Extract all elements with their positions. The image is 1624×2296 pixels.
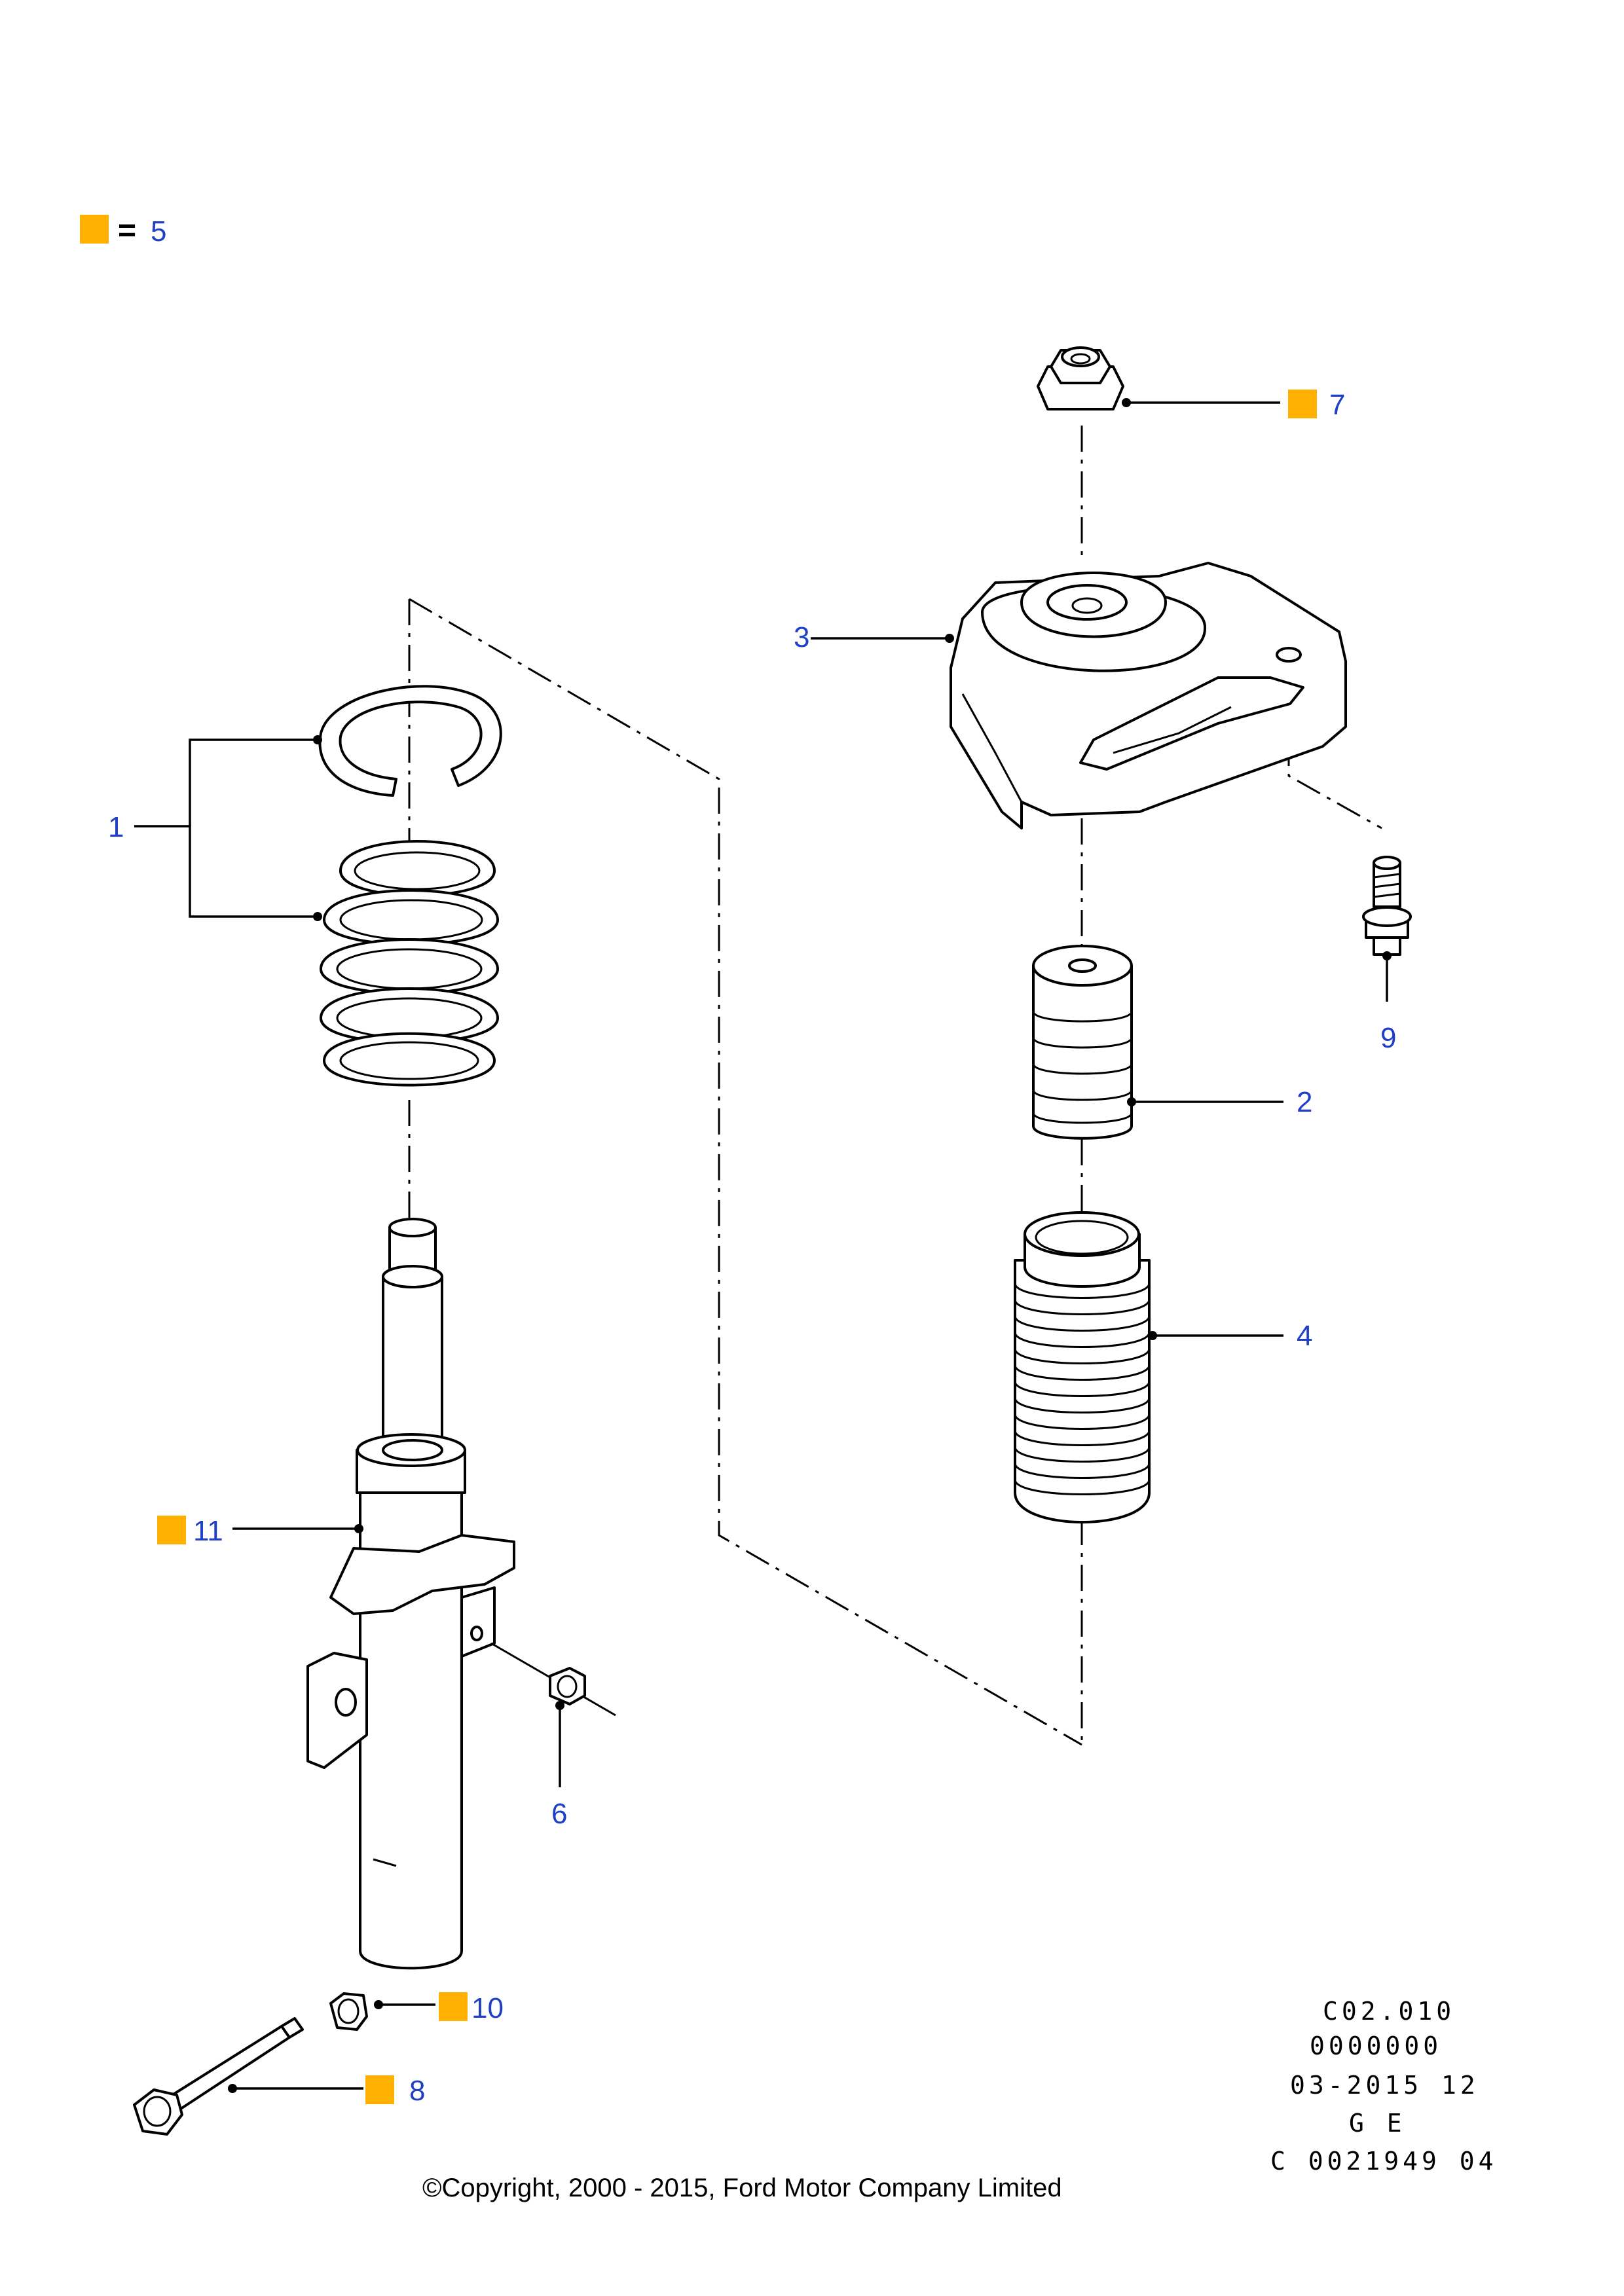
callout-8-marker — [365, 2075, 394, 2104]
callout-3[interactable]: 3 — [794, 621, 809, 653]
spring-seat-ring — [318, 685, 502, 797]
coil-spring — [320, 840, 499, 1087]
leaders — [134, 398, 1392, 2093]
reference-line-1: C02.010 — [1323, 1997, 1455, 2026]
top-mount — [950, 562, 1347, 829]
callout-1[interactable]: 1 — [108, 811, 124, 843]
callout-2[interactable]: 2 — [1297, 1086, 1312, 1118]
callout-10-marker — [439, 1992, 468, 2021]
top-nut — [1037, 346, 1124, 410]
lower-nut — [329, 1992, 368, 2031]
callout-6[interactable]: 6 — [551, 1798, 567, 1830]
reference-line-5: C 0021949 04 — [1270, 2147, 1498, 2176]
copyright-notice: ©Copyright, 2000 - 2015, Ford Motor Comp… — [422, 2174, 1062, 2202]
stud-bolt — [1362, 856, 1412, 956]
reference-block: C02.010 0000000 03-2015 12 G E C 0021949… — [1270, 1997, 1498, 2176]
bump-stop — [1032, 945, 1133, 1140]
callout-10[interactable]: 10 — [471, 1992, 504, 2024]
legend-marker — [80, 215, 109, 244]
callout-7-marker — [1288, 390, 1317, 418]
legend-value: 5 — [151, 215, 166, 247]
callout-7[interactable]: 7 — [1329, 389, 1345, 421]
reference-line-2: 0000000 — [1310, 2032, 1442, 2060]
callout-11[interactable]: 11 — [193, 1515, 223, 1547]
callout-4[interactable]: 4 — [1297, 1320, 1312, 1352]
callout-9[interactable]: 9 — [1380, 1022, 1396, 1054]
lower-bolt — [133, 2017, 304, 2136]
legend-equals: = — [118, 213, 136, 248]
callout-11-marker — [157, 1516, 186, 1544]
reference-line-4: G E — [1349, 2109, 1406, 2138]
callout-8[interactable]: 8 — [409, 2075, 425, 2107]
side-nut — [490, 1642, 616, 1717]
legend: = 5 — [80, 213, 166, 248]
strut-shock-absorber — [306, 1218, 515, 1970]
callouts: 1 3 7 9 2 4 11 6 10 8 — [108, 389, 1396, 2107]
dust-boot — [1014, 1211, 1151, 1523]
reference-line-3: 03-2015 12 — [1290, 2071, 1479, 2100]
